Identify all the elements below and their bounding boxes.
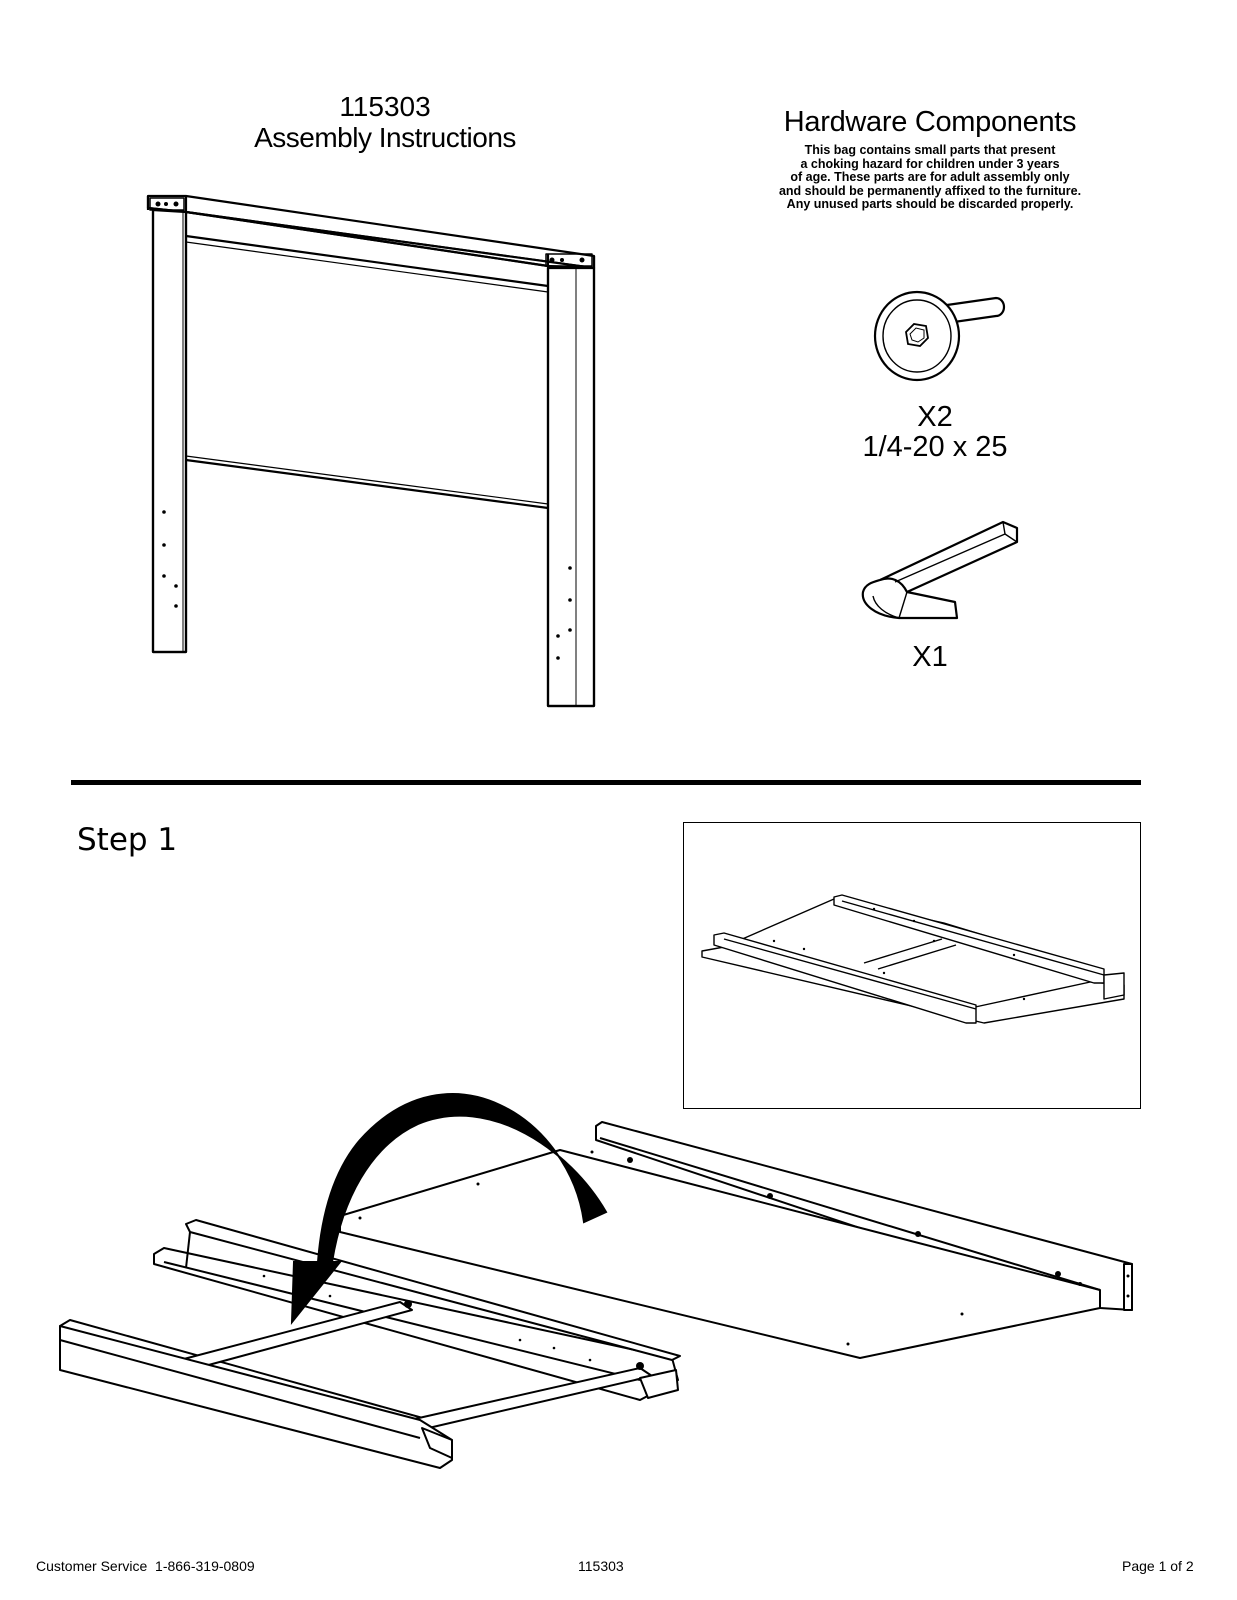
- warning-line: This bag contains small parts that prese…: [804, 143, 1056, 157]
- step-label: Step 1: [77, 822, 178, 858]
- footer-page-number: Page 1 of 2: [1122, 1558, 1194, 1574]
- warning-line: and should be permanently affixed to the…: [778, 183, 1082, 198]
- footer-customer-service: Customer Service 1-866-319-0809: [36, 1558, 255, 1574]
- allen-key-quantity: X1: [912, 641, 948, 673]
- assembled-frame-illustration: [701, 894, 1125, 1024]
- footer-product-number: 115303: [578, 1558, 624, 1574]
- bolt-size: 1/4-20 x 25: [862, 431, 1008, 463]
- document-title: Assembly Instructions: [254, 122, 516, 153]
- hex-bolt-icon: [873, 290, 1006, 382]
- warning-line: Any unused parts should be discarded pro…: [786, 197, 1074, 211]
- bolt-quantity: X2: [917, 401, 953, 433]
- section-divider: [71, 780, 1141, 785]
- choking-warning: This bag contains small parts that prese…: [740, 143, 1120, 212]
- hardware-title: Hardware Components: [783, 106, 1077, 138]
- rotate-arrow-icon: [290, 1093, 608, 1325]
- hardware-section: Hardware Components This bag contains sm…: [740, 104, 1120, 212]
- step-preview-inset: [683, 822, 1141, 1109]
- warning-line: a choking hazard for children under 3 ye…: [800, 156, 1060, 171]
- headboard-illustration: [146, 194, 596, 708]
- warning-line: of age. These parts are for adult assemb…: [790, 170, 1070, 184]
- title-block: 115303 Assembly Instructions: [180, 92, 590, 154]
- step1-illustration: [59, 1093, 1133, 1469]
- allen-key-icon: [861, 520, 1019, 620]
- product-number: 115303: [339, 91, 431, 122]
